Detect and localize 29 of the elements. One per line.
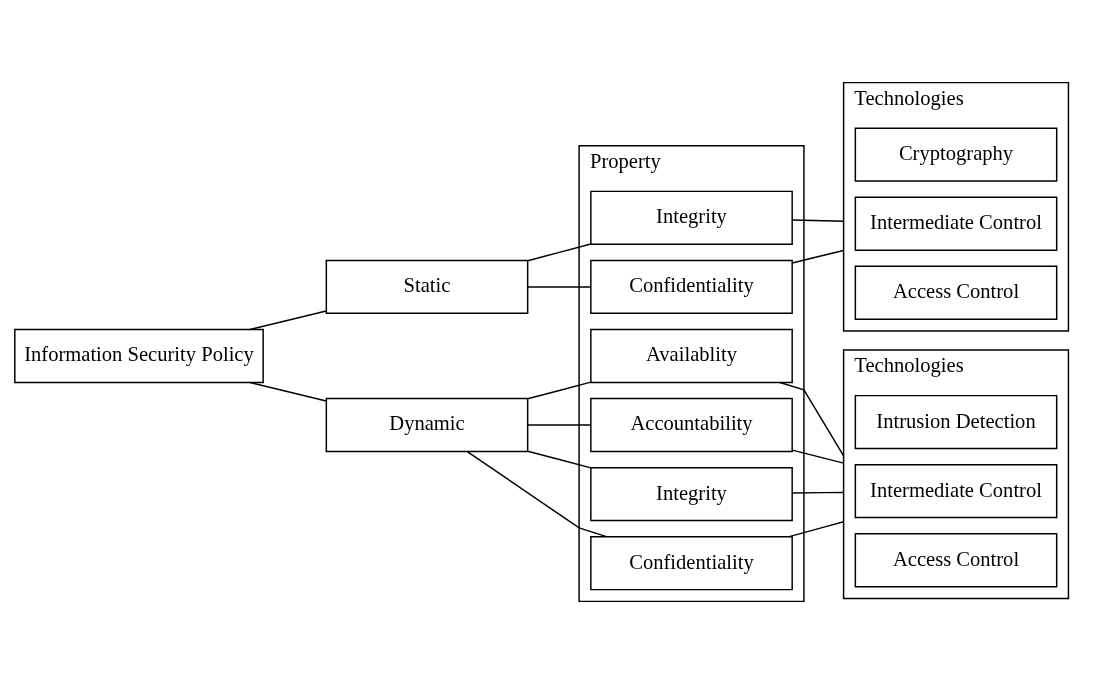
connector (527, 381, 592, 400)
connector (788, 520, 845, 538)
connector (791, 491, 845, 494)
node-box: Static (325, 259, 529, 315)
node-box: Cryptography (854, 127, 1058, 182)
connector (779, 381, 845, 457)
node-box: Information Security Policy (14, 328, 264, 384)
node-box: Accountability (590, 397, 793, 453)
node-box: Confidentiality (590, 259, 793, 315)
node-box: Integrity (590, 466, 793, 522)
node-box: Intermediate Control (854, 196, 1058, 251)
node-box: Confidentiality (590, 535, 793, 591)
connector (527, 450, 592, 469)
connector (791, 219, 845, 222)
connector (249, 310, 327, 331)
connector (466, 450, 608, 538)
node-box: Access Control (854, 533, 1058, 588)
node-box: Intermediate Control (854, 463, 1058, 519)
node-box: Availablity (590, 328, 793, 384)
node-box: Dynamic (325, 397, 529, 453)
node-box: Integrity (590, 190, 793, 245)
connector (527, 243, 592, 262)
connector (527, 286, 592, 288)
connector (527, 424, 592, 426)
node-box: Intrusion Detection (854, 394, 1058, 450)
connector (791, 449, 845, 464)
connector (791, 249, 845, 264)
node-box: Access Control (854, 265, 1058, 320)
connector (249, 381, 327, 402)
